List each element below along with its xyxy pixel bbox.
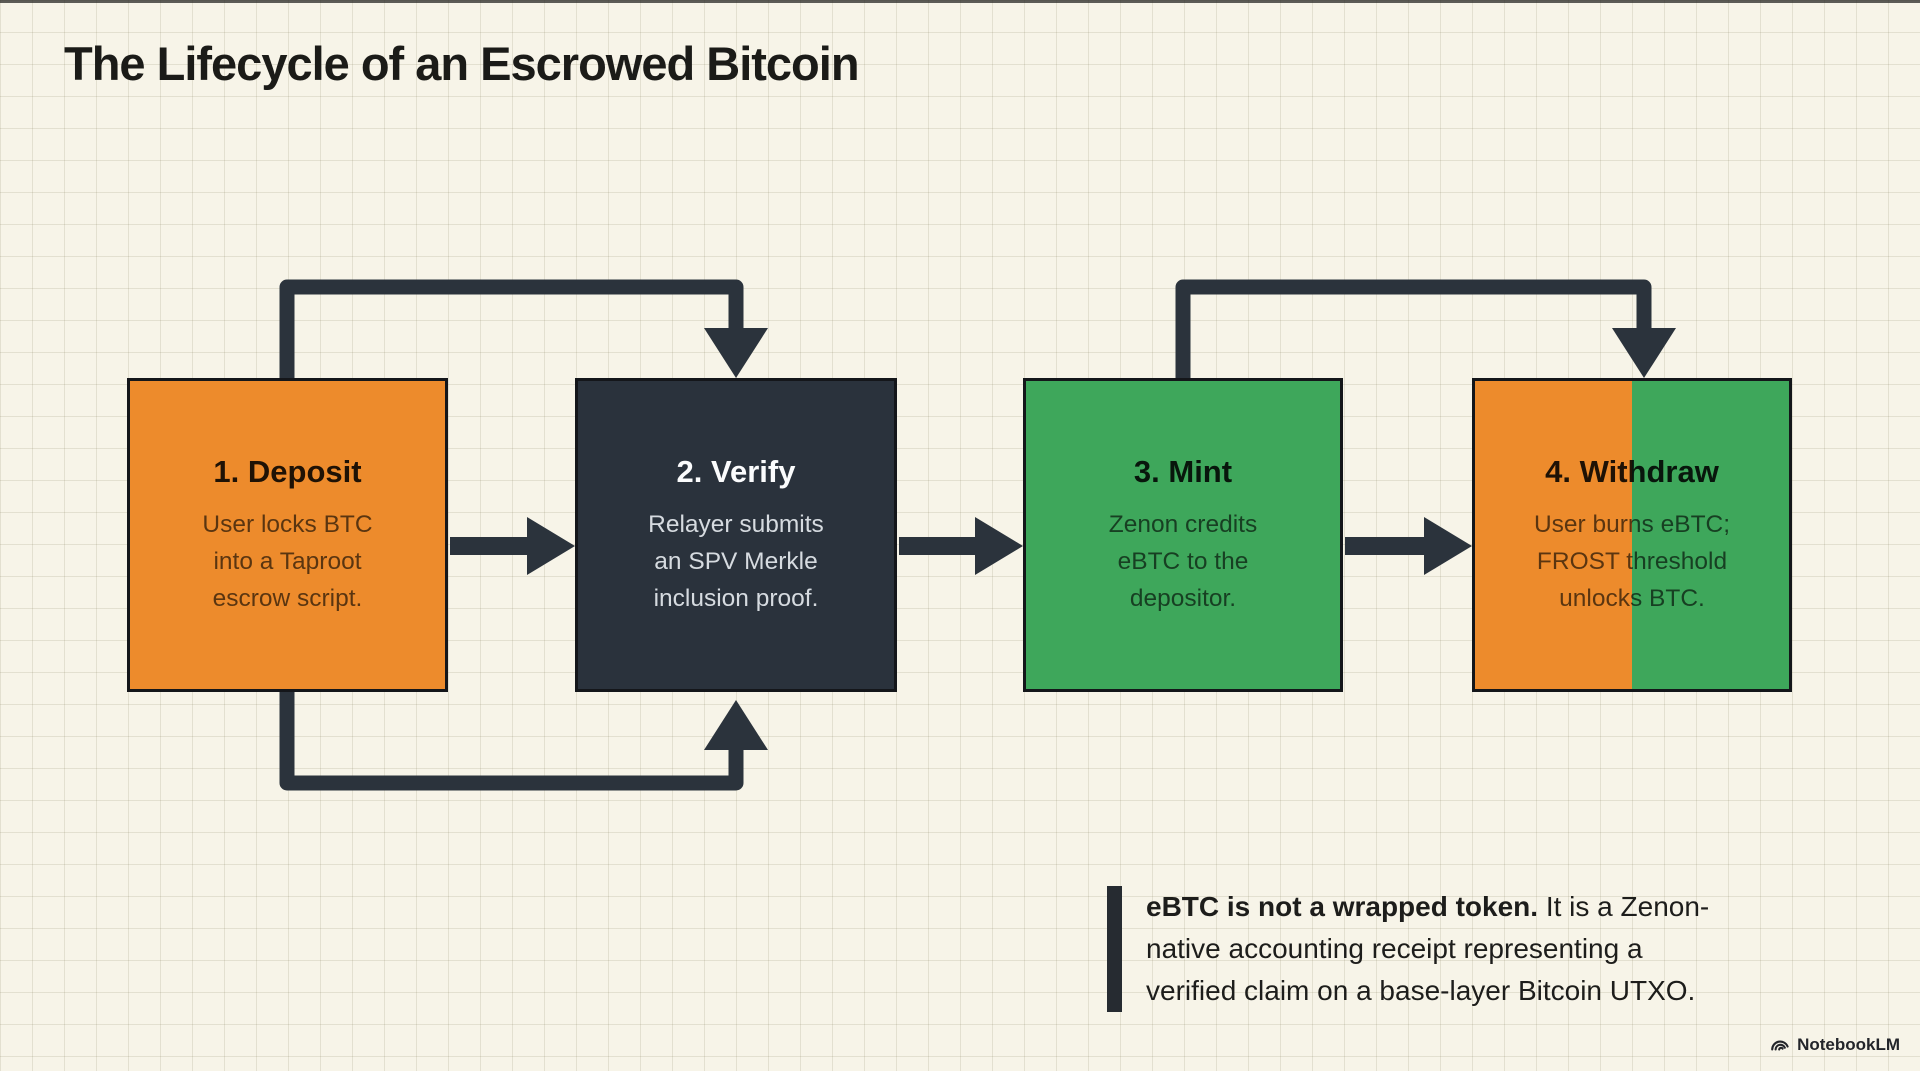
loop-arrow-deposit-to-verify-bottom	[279, 686, 744, 791]
notebooklm-label: NotebookLM	[1797, 1035, 1900, 1054]
arrowhead-down-into-verify	[704, 328, 768, 378]
callout-bold-lead: eBTC is not a wrapped token.	[1146, 891, 1539, 922]
callout-note: eBTC is not a wrapped token. It is a Zen…	[1107, 886, 1709, 1012]
step-text-line: User locks BTC	[202, 510, 373, 538]
callout-accent-bar	[1107, 886, 1122, 1012]
step-text-line: eBTC to the	[1117, 547, 1249, 575]
step-box-verify: 2. Verify Relayer submits an SPV Merkle …	[575, 378, 897, 692]
loop-arrow-mint-to-withdraw-top	[1175, 279, 1652, 385]
arrowhead-up-into-verify	[704, 700, 768, 750]
step-text-line: Relayer submits	[648, 510, 824, 538]
callout-line-2: native accounting receipt representing a	[1146, 933, 1643, 964]
arrowhead-right-into-mint	[975, 517, 1023, 575]
top-edge-line	[0, 0, 1920, 3]
step-text-line: depositor.	[1129, 584, 1237, 612]
step-title-mint: 3. Mint	[1133, 453, 1233, 489]
step-title-withdraw: 4. Withdraw	[1545, 453, 1719, 489]
step-text-line: an SPV Merkle	[654, 547, 818, 575]
callout-line-1-rest: It is a Zenon-	[1538, 891, 1710, 922]
step-text-line: into a Taproot	[213, 547, 362, 575]
step-text-line: unlocks BTC.	[1559, 584, 1705, 612]
callout-line-1: eBTC is not a wrapped token. It is a Zen…	[1146, 886, 1709, 928]
notebooklm-icon	[1771, 1040, 1789, 1051]
step-text-line: inclusion proof.	[653, 584, 819, 612]
step-box-withdraw: 4. Withdraw User burns eBTC; FROST thres…	[1472, 378, 1792, 692]
callout-line-3: verified claim on a base-layer Bitcoin U…	[1146, 975, 1696, 1006]
step-text-line: User burns eBTC;	[1533, 510, 1731, 538]
step-text-line: escrow script.	[212, 584, 363, 612]
callout-text: eBTC is not a wrapped token. It is a Zen…	[1146, 886, 1709, 1012]
step-text-line: Zenon credits	[1108, 510, 1258, 538]
step-text-line: FROST threshold	[1536, 547, 1728, 575]
step-box-deposit: 1. Deposit User locks BTC into a Taproot…	[127, 378, 448, 692]
step-title-deposit: 1. Deposit	[213, 453, 362, 489]
arrowhead-down-into-withdraw	[1612, 328, 1676, 378]
loop-arrow-deposit-to-verify-top	[279, 279, 744, 385]
page-title: The Lifecycle of an Escrowed Bitcoin	[64, 37, 860, 90]
arrowhead-right-into-verify	[527, 517, 575, 575]
arrowhead-right-into-withdraw	[1424, 517, 1472, 575]
step-box-mint: 3. Mint Zenon credits eBTC to the deposi…	[1023, 378, 1343, 692]
step-title-verify: 2. Verify	[676, 453, 796, 489]
notebooklm-watermark: NotebookLM	[1769, 1035, 1900, 1055]
